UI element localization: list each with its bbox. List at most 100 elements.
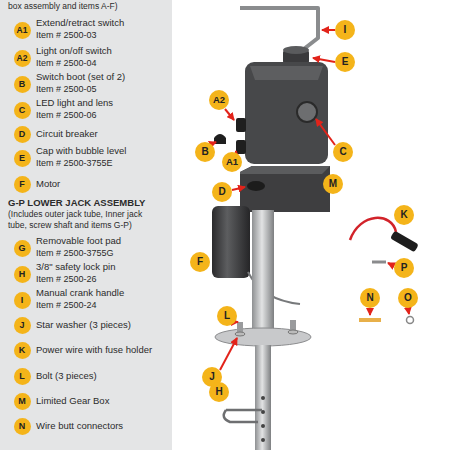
callout-letter: N [360, 288, 380, 308]
leader-arrows [211, 30, 409, 370]
callout-letter: D [212, 182, 232, 202]
tube-hole [261, 438, 265, 442]
callout-number: H [19, 270, 26, 279]
part-name: Bolt (3 pieces) [36, 369, 97, 382]
callout-number: E [342, 57, 349, 67]
part-name: Light on/off switch [36, 44, 112, 57]
part-name: Circuit breaker [36, 127, 98, 140]
callout-number: C [339, 147, 346, 157]
leader-arrow [236, 321, 238, 323]
fuse-holder [390, 231, 419, 253]
callout-number: J [19, 321, 24, 330]
callout-number: P [401, 263, 408, 273]
leader-arrow [369, 308, 371, 315]
item-letter: M [14, 393, 31, 410]
callout-number: O [404, 293, 412, 303]
tube-hole [261, 396, 265, 400]
callout-number: N [19, 422, 26, 431]
leader-arrow [220, 338, 237, 370]
item-letter: N [14, 418, 31, 435]
butt-connector [359, 318, 381, 322]
callout-number: K [400, 210, 407, 220]
part-name: LED light and lens [36, 96, 113, 109]
callout-number: J [209, 372, 215, 382]
callout-number: A1 [226, 157, 238, 167]
inner-jack-tube [255, 345, 271, 450]
part-name: Limited Gear Box [36, 394, 109, 407]
callout-number: C [19, 106, 26, 115]
gear-box-top [240, 166, 330, 174]
item-letter: G [14, 240, 31, 257]
callout-letter: L [217, 306, 237, 326]
section-heading: G-P LOWER JACK ASSEMBLY [8, 196, 145, 209]
ring-terminal [407, 317, 414, 324]
star-washer [235, 332, 245, 336]
callout-number: G [18, 244, 25, 253]
outer-jack-tube [252, 210, 274, 334]
callout-number: E [19, 154, 25, 163]
switch-box-top [250, 66, 323, 80]
item-letter: F [14, 176, 31, 193]
callout-number: N [366, 293, 373, 303]
callout-letter: F [190, 252, 210, 272]
item-number: Item # 2500-3755E [36, 157, 113, 169]
item-number: Item # 2500-24 [36, 299, 97, 311]
callout-number: L [224, 311, 230, 321]
terminal [372, 261, 386, 264]
callout-number: F [19, 180, 25, 189]
bolt [237, 322, 243, 332]
callout-number: M [329, 179, 337, 189]
callout-number: F [197, 257, 203, 267]
crank-handle [240, 8, 318, 52]
callout-letter: A2 [209, 90, 229, 110]
part-name: Star washer (3 pieces) [36, 318, 131, 331]
leader-arrow [232, 187, 245, 190]
led-lens [297, 102, 317, 122]
star-washer [288, 330, 298, 334]
item-number: Item # 2500-03 [36, 29, 97, 41]
item-letter: L [14, 368, 31, 385]
bolt [290, 320, 296, 330]
callout-number: K [19, 346, 26, 355]
extend-switch [236, 140, 246, 154]
part-name: Removable foot pad [36, 234, 121, 247]
item-letter: C [14, 102, 31, 119]
callout-number: B [19, 80, 26, 89]
item-number: Item # 2500-06 [36, 109, 97, 121]
callout-letter: H [209, 382, 229, 402]
part-name: Manual crank handle [36, 286, 124, 299]
callout-number: H [215, 387, 222, 397]
circuit-breaker [247, 181, 265, 191]
item-number: Item # 2500-05 [36, 83, 97, 95]
item-letter: A2 [14, 50, 31, 67]
callout-number: A2 [213, 95, 225, 105]
item-letter: H [14, 266, 31, 283]
callout-number: A2 [17, 54, 28, 63]
leader-arrow [388, 263, 394, 266]
switch-box [245, 62, 328, 164]
callout-number: L [19, 372, 25, 381]
callout-letter: M [323, 174, 343, 194]
tube-hole [261, 424, 265, 428]
callout-letter: K [394, 205, 414, 225]
item-letter: K [14, 342, 31, 359]
item-number: Item # 2500-04 [36, 57, 97, 69]
item-letter: I [14, 292, 31, 309]
leader-arrow [225, 109, 234, 120]
callout-letter: O [398, 288, 418, 308]
item-letter: J [14, 317, 31, 334]
callout-number: D [19, 130, 26, 139]
parts-panel [0, 0, 172, 450]
part-name: Wire butt connectors [36, 419, 123, 432]
leader-arrow [408, 308, 409, 314]
callout-letter: A1 [222, 152, 242, 172]
note: box assembly and items A-F) [8, 1, 118, 12]
callout-letter: E [335, 52, 355, 72]
leader-arrow [316, 119, 335, 145]
callout-number: I [21, 296, 24, 305]
cap-top [283, 46, 309, 54]
callout-number: B [201, 147, 208, 157]
part-name: Cap with bubble level [36, 144, 126, 157]
part-name: Motor [36, 177, 60, 190]
